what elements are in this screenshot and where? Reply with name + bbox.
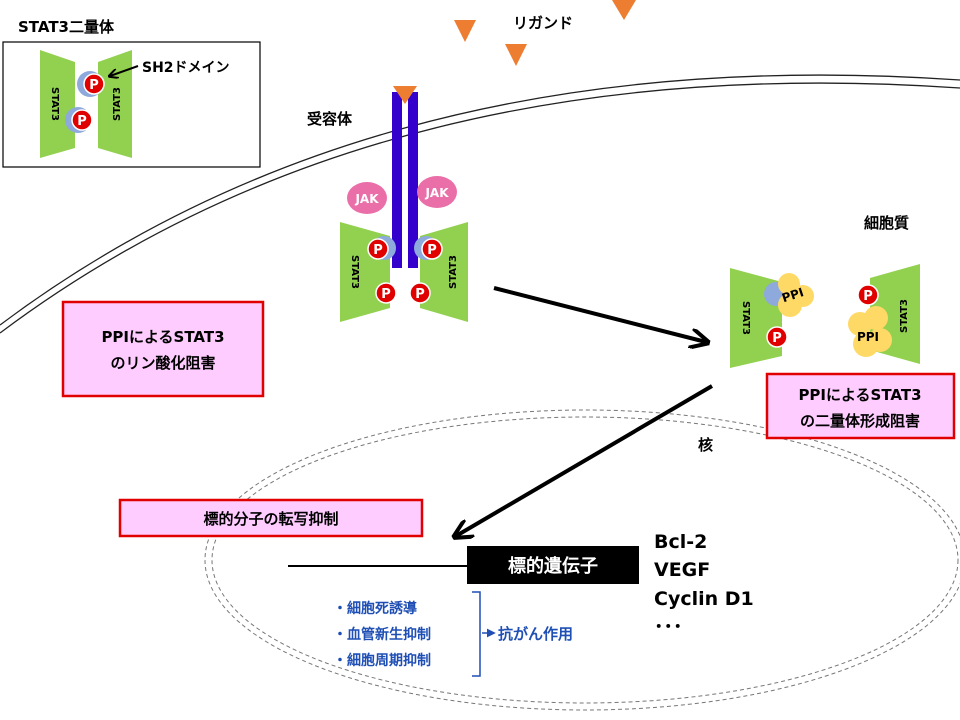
effect-result-label: 抗がん作用: [498, 625, 573, 643]
inset-title: STAT3二量体: [18, 18, 115, 36]
jak-left-label: JAK: [354, 192, 379, 206]
inset-sh2-pointer: [110, 65, 139, 76]
phospho-label: P: [381, 287, 391, 302]
ppi-right-blob: [868, 328, 892, 352]
receptor-stat3-right-label: STAT3: [448, 255, 459, 289]
phosphorylation-box-line1: PPIによるSTAT3: [101, 328, 224, 346]
dimerization-inhibition-box: PPIによるSTAT3 の二量体形成阻害: [765, 372, 956, 440]
phospho-label: P: [415, 287, 425, 302]
ppi-left-blob: [778, 293, 802, 317]
receptor-bound-ligand: [393, 86, 417, 104]
receptor-chain-left: [392, 92, 402, 268]
ligand-label: リガンド: [513, 14, 573, 32]
dimerization-box-line2: の二量体形成阻害: [800, 412, 920, 430]
jak-right-label: JAK: [424, 186, 449, 200]
inset-stat3-left: [40, 50, 75, 158]
receptor: 受容体 JAK JAK: [307, 86, 457, 268]
inset-phospho-bottom-label: P: [77, 114, 87, 129]
effects-list: ・細胞死誘導 ・血管新生抑制 ・細胞周期抑制 抗がん作用: [333, 591, 573, 677]
phospho-receptor-left: [367, 238, 389, 260]
receptor-stat3-left-label: STAT3: [349, 255, 360, 289]
cytoplasm-label: 細胞質: [864, 214, 909, 232]
inset-stat3-left-label: STAT3: [49, 87, 60, 121]
arrow-to-ppi-monomers: [493, 286, 706, 342]
jak-left: [347, 182, 387, 214]
effect-item: ・細胞死誘導: [333, 600, 417, 617]
receptor-chain-right: [408, 92, 418, 268]
ppi-right-label: PPI: [857, 330, 879, 344]
nuclear-envelope: [204, 409, 960, 711]
receptor-stat3-complex: STAT3 STAT3 P P P P: [340, 222, 468, 322]
phosphorylation-box-line2: のリン酸化阻害: [110, 354, 215, 372]
transcription-box-label: 標的分子の転写抑制: [203, 510, 338, 528]
receptor-label: 受容体: [307, 110, 353, 128]
phospho-label: P: [373, 243, 383, 258]
jak-right: [417, 176, 457, 208]
inset-phospho-top-label: P: [89, 78, 99, 93]
ligands: リガンド: [454, 0, 636, 66]
effects-bracket: [472, 591, 481, 677]
ppi-left-phospho: [766, 326, 788, 348]
phospho-label: P: [427, 243, 437, 258]
ppi-right-phospho: [857, 284, 879, 306]
inset-phospho-bottom: [71, 109, 93, 131]
gene-item: VEGF: [654, 559, 710, 581]
gene-item: ･･･: [654, 616, 683, 638]
stat3-dimer-inset: STAT3二量体 STAT3 STAT3 P P SH2ドメイン: [2, 18, 261, 168]
inset-phospho-top: [83, 73, 105, 95]
gene-list: Bcl-2 VEGF Cyclin D1 ･･･: [654, 531, 754, 638]
inset-stat3-right-label: STAT3: [112, 87, 123, 121]
target-gene-label: 標的遺伝子: [508, 555, 598, 577]
ppi-stat3-monomers: STAT3 PPI P STAT3 PPI P: [730, 264, 920, 368]
nucleus-label: 核: [698, 436, 713, 454]
transcription-suppression-box: 標的分子の転写抑制: [118, 498, 424, 538]
phospho-stat3-right: [409, 282, 431, 304]
ligand-triangle: [454, 20, 476, 42]
phospho-label: P: [772, 331, 782, 346]
ppi-stat3-left-label: STAT3: [740, 301, 751, 335]
effect-item: ・血管新生抑制: [333, 626, 431, 643]
ppi-stat3-right-label: STAT3: [899, 299, 910, 333]
target-gene-box: 標的遺伝子: [467, 546, 639, 584]
ppi-right-blob: [864, 306, 888, 330]
phospho-receptor-right: [421, 238, 443, 260]
phospho-label: P: [863, 289, 873, 304]
gene-item: Bcl-2: [654, 531, 707, 553]
dimerization-box-line1: PPIによるSTAT3: [798, 386, 921, 404]
phospho-stat3-left: [375, 282, 397, 304]
ligand-triangle: [505, 44, 527, 66]
cell-membrane: [0, 74, 960, 334]
phosphorylation-inhibition-box: PPIによるSTAT3 のリン酸化阻害: [61, 300, 265, 398]
arrow-to-nucleus: [456, 384, 714, 536]
inset-sh2-label: SH2ドメイン: [142, 60, 230, 76]
ppi-left-label: PPI: [780, 285, 805, 305]
ligand-triangle: [612, 0, 636, 20]
gene-item: Cyclin D1: [654, 588, 754, 610]
effect-item: ・細胞周期抑制: [333, 652, 431, 669]
